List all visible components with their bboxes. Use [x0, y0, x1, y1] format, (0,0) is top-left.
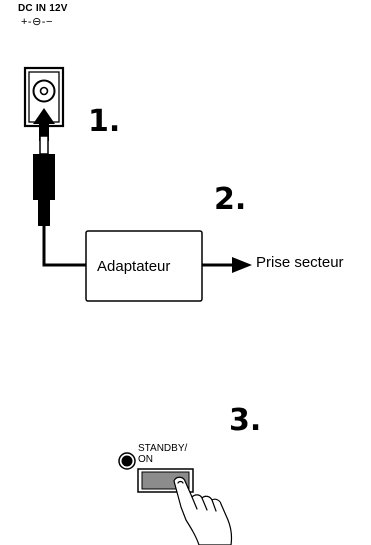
cable-line — [42, 226, 86, 267]
insert-arrow-icon — [33, 108, 55, 141]
standby-label: STANDBY/ ON — [138, 443, 187, 465]
step-1-label: 1. — [88, 104, 121, 139]
hand-pointer-icon — [173, 476, 233, 545]
polarity-label: +-⊖-− — [21, 16, 53, 28]
outlet-label: Prise secteur — [256, 254, 344, 271]
standby-label-line2: ON — [138, 454, 153, 465]
dc-in-label: DC IN 12V — [18, 3, 68, 14]
arrow-right-icon — [202, 257, 252, 273]
standby-label-line1: STANDBY/ — [138, 443, 188, 454]
power-plug-icon — [33, 135, 55, 226]
step-3-label: 3. — [229, 403, 262, 438]
step-2-label: 2. — [214, 182, 247, 217]
led-indicator-icon — [118, 452, 136, 470]
adapter-label: Adaptateur — [97, 258, 171, 275]
